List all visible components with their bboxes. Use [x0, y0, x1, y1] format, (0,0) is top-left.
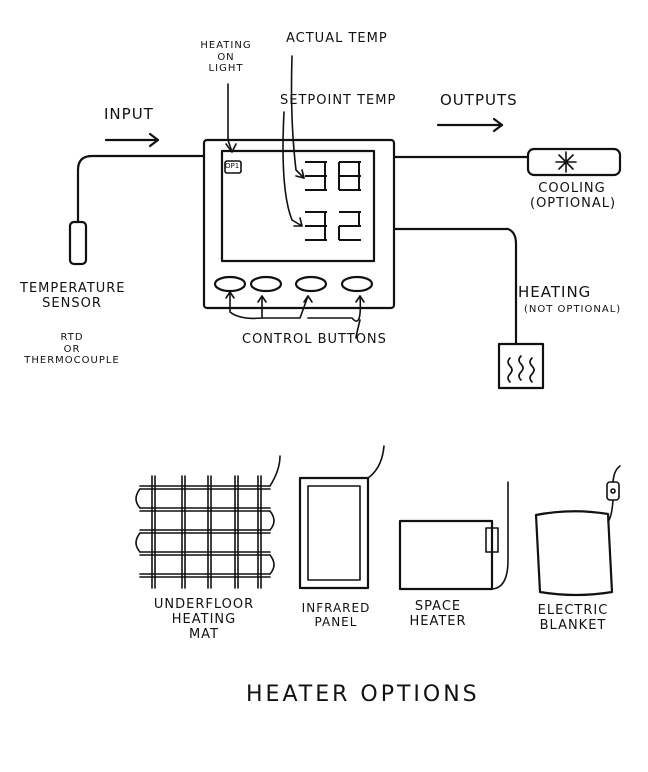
heater-option-infrared-label: Infrared Panel: [301, 601, 371, 629]
heater-options-title: Heater Options: [246, 682, 480, 707]
heat-waves-icon: [507, 355, 535, 383]
heater-option-underfloor-label: Underfloor Heating Mat: [153, 597, 255, 642]
heating-note-label: (Not Optional): [524, 304, 622, 315]
infrared-panel: [298, 445, 385, 590]
heating-unit: [497, 342, 545, 390]
underfloor-heating-mat: [135, 455, 281, 589]
input-arrow-icon: [104, 132, 160, 148]
setpoint-temp-label: Setpoint Temp: [280, 93, 397, 108]
heater-option-space-heater-label: Space Heater: [409, 599, 467, 629]
sensor-wire: [76, 154, 206, 224]
outputs-label: Outputs: [440, 91, 518, 109]
control-buttons-label: Control Buttons: [242, 332, 387, 347]
controller-display: [220, 149, 376, 263]
heater-option-electric-blanket-label: Electric Blanket: [537, 603, 609, 633]
heating-on-light-label: Heating On Light: [200, 40, 252, 74]
heating-wire: [392, 227, 518, 346]
input-label: Input: [104, 105, 154, 123]
control-buttons: [213, 275, 374, 293]
electric-blanket: [534, 465, 621, 597]
setpoint-temp-digits: [305, 211, 361, 241]
button-pointer-lines: [225, 291, 365, 339]
temperature-probe: [68, 220, 88, 266]
actual-temp-pointer: [290, 55, 305, 179]
op1-badge: OP1: [225, 162, 240, 170]
heating-label: Heating: [518, 283, 592, 301]
setpoint-temp-pointer: [282, 111, 303, 227]
outputs-arrow-icon: [436, 117, 504, 133]
heating-on-light: [224, 160, 242, 174]
cooling-unit: [526, 147, 622, 177]
space-heater: [398, 481, 509, 591]
snowflake-icon: [555, 151, 577, 173]
cooling-label: Cooling (Optional): [530, 181, 617, 211]
actual-temp-label: Actual Temp: [286, 31, 388, 46]
rtd-thermocouple-label: RTD or Thermocouple: [24, 332, 120, 366]
temperature-sensor-label: Temperature Sensor: [20, 281, 126, 311]
heating-light-pointer: [227, 83, 233, 153]
actual-temp-digits: [305, 161, 361, 191]
controller-box: [202, 138, 396, 310]
